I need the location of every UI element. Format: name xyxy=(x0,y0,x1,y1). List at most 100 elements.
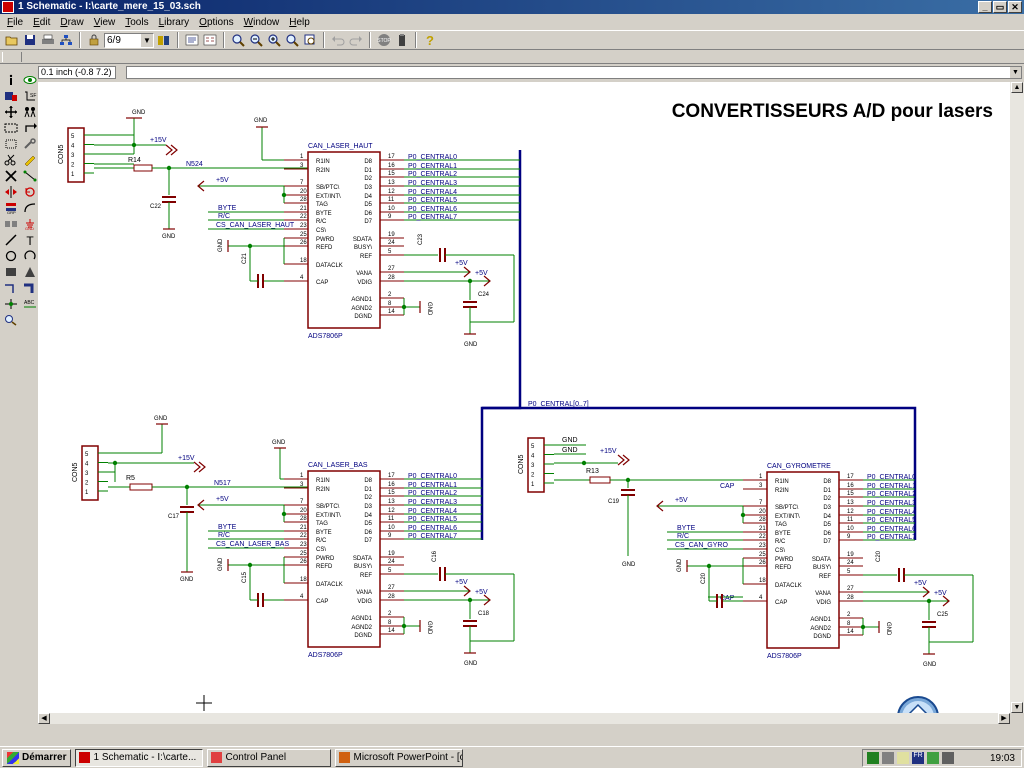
minimize-button[interactable]: _ xyxy=(978,1,992,13)
horizontal-scrollbar[interactable]: ◀ ▶ xyxy=(38,713,1010,724)
menu-file[interactable]: File xyxy=(7,16,24,28)
capacitor-ref: C15 xyxy=(242,571,248,583)
pin-number: 7 xyxy=(759,500,763,506)
device-icon[interactable] xyxy=(942,752,954,764)
save-icon[interactable] xyxy=(22,32,38,48)
eye-icon[interactable] xyxy=(21,72,38,87)
vertical-scrollbar[interactable]: ▲ ▼ xyxy=(1010,82,1024,713)
battery-icon[interactable] xyxy=(394,32,410,48)
task-powerpoint[interactable]: Microsoft PowerPoint - [c... xyxy=(335,748,464,767)
volume-icon[interactable] xyxy=(882,752,894,764)
hierarchy-icon[interactable] xyxy=(58,32,74,48)
display-icon[interactable] xyxy=(897,752,909,764)
arc-icon[interactable] xyxy=(21,248,38,263)
menu-help[interactable]: Help xyxy=(289,16,310,28)
language-indicator[interactable]: FR xyxy=(912,752,924,764)
power-chevron xyxy=(193,461,206,473)
scroll-left-arrow[interactable]: ◀ xyxy=(38,713,50,724)
property-icon[interactable]: SF xyxy=(21,88,38,103)
bus-entry-icon[interactable] xyxy=(21,200,38,215)
toolbar-grip[interactable] xyxy=(2,52,22,62)
scroll-down-arrow[interactable]: ▼ xyxy=(1011,702,1023,713)
pin-number: 18 xyxy=(300,577,307,583)
page-select[interactable]: 6/9 ▼ xyxy=(104,32,154,48)
junction-icon[interactable] xyxy=(2,296,19,311)
pin-name: D6 xyxy=(823,531,831,537)
library-icon[interactable] xyxy=(156,32,172,48)
help-icon[interactable]: ? xyxy=(422,32,438,48)
open-icon[interactable] xyxy=(4,32,20,48)
pin-number: 17 xyxy=(388,473,395,479)
menu-options[interactable]: Options xyxy=(199,16,234,28)
scroll-right-arrow[interactable]: ▶ xyxy=(998,713,1010,724)
group-icon[interactable]: GRP xyxy=(2,200,19,215)
zoom-area-icon[interactable] xyxy=(266,32,282,48)
polygon-icon[interactable] xyxy=(21,264,38,279)
undo-icon[interactable] xyxy=(330,32,346,48)
stop-icon[interactable]: STOP xyxy=(376,32,392,48)
abc-label-icon[interactable]: ABC xyxy=(21,296,38,311)
lock-icon[interactable] xyxy=(86,32,102,48)
pin-name: AGND1 xyxy=(351,297,372,303)
line-icon[interactable] xyxy=(2,232,19,247)
menu-edit[interactable]: Edit xyxy=(33,16,51,28)
pin-number: 9 xyxy=(388,533,392,539)
pin-name: R/C xyxy=(316,219,327,225)
circle-icon[interactable] xyxy=(2,248,19,263)
antivirus-icon[interactable] xyxy=(927,752,939,764)
rectangle-icon[interactable] xyxy=(2,264,19,279)
bom-icon[interactable] xyxy=(202,32,218,48)
chevron-down-icon[interactable]: ▼ xyxy=(141,33,153,47)
wire-icon[interactable] xyxy=(2,280,19,295)
scroll-up-arrow[interactable]: ▲ xyxy=(1011,82,1023,93)
close-button[interactable]: ✕ xyxy=(1008,1,1022,13)
wrench-icon[interactable] xyxy=(21,136,38,151)
move-icon[interactable] xyxy=(2,104,19,119)
task-schematic[interactable]: 1 Schematic - I:\carte... xyxy=(75,748,204,767)
zoom-out-icon[interactable] xyxy=(248,32,264,48)
select-area-icon[interactable] xyxy=(2,120,19,135)
menu-window[interactable]: Window xyxy=(243,16,280,28)
task-control-panel[interactable]: Control Panel xyxy=(207,748,332,767)
rotate-ccw-icon[interactable] xyxy=(21,184,38,199)
info-icon[interactable] xyxy=(2,72,19,87)
delete-icon[interactable] xyxy=(2,168,19,183)
zoom-all-icon[interactable] xyxy=(284,32,300,48)
svg-text:T: T xyxy=(26,234,34,246)
print-icon[interactable] xyxy=(40,32,56,48)
schematic-canvas[interactable]: CONVERTISSEURS A/D pour lasers P0_CENTRA… xyxy=(38,82,1010,713)
network-icon[interactable] xyxy=(867,752,879,764)
page-up-button[interactable] xyxy=(897,696,939,713)
start-button[interactable]: Démarrer xyxy=(2,748,72,767)
menu-library[interactable]: Library xyxy=(158,16,190,28)
redo-icon[interactable] xyxy=(348,32,364,48)
place-part-icon[interactable] xyxy=(2,88,19,103)
pin-number: 28 xyxy=(300,516,307,522)
zoom-in-icon[interactable] xyxy=(230,32,246,48)
maximize-button[interactable]: ▭ xyxy=(993,1,1007,13)
command-input[interactable]: ▼ xyxy=(126,66,1022,79)
rotate-icon[interactable] xyxy=(21,120,38,135)
menu-view[interactable]: View xyxy=(93,16,116,28)
netlist-icon[interactable] xyxy=(184,32,200,48)
people-icon[interactable] xyxy=(21,104,38,119)
bus-icon[interactable] xyxy=(21,280,38,295)
net-label: CS_CAN_LASER_HAUT xyxy=(216,222,295,229)
find-icon[interactable] xyxy=(2,312,19,327)
scissors-icon[interactable] xyxy=(2,152,19,167)
pin-number: 12 xyxy=(388,508,395,514)
marquee-icon[interactable] xyxy=(2,136,19,151)
pin-name: EXT/INT\ xyxy=(775,514,800,520)
zoom-sheet-icon[interactable] xyxy=(302,32,318,48)
connect-icon[interactable] xyxy=(21,168,38,183)
menu-tools[interactable]: Tools xyxy=(125,16,149,28)
bus-tool-icon[interactable] xyxy=(2,216,19,231)
text-icon[interactable]: T xyxy=(21,232,38,247)
title-bar[interactable]: 1 Schematic - I:\carte_mere_15_03.sch _ … xyxy=(0,0,1024,14)
chevron-down-icon[interactable]: ▼ xyxy=(1010,67,1021,78)
ground-icon[interactable]: GND xyxy=(21,216,38,231)
pin-name: BUSY\ xyxy=(354,245,372,251)
pencil-icon[interactable] xyxy=(21,152,38,167)
mirror-icon[interactable] xyxy=(2,184,19,199)
menu-draw[interactable]: Draw xyxy=(60,16,84,28)
